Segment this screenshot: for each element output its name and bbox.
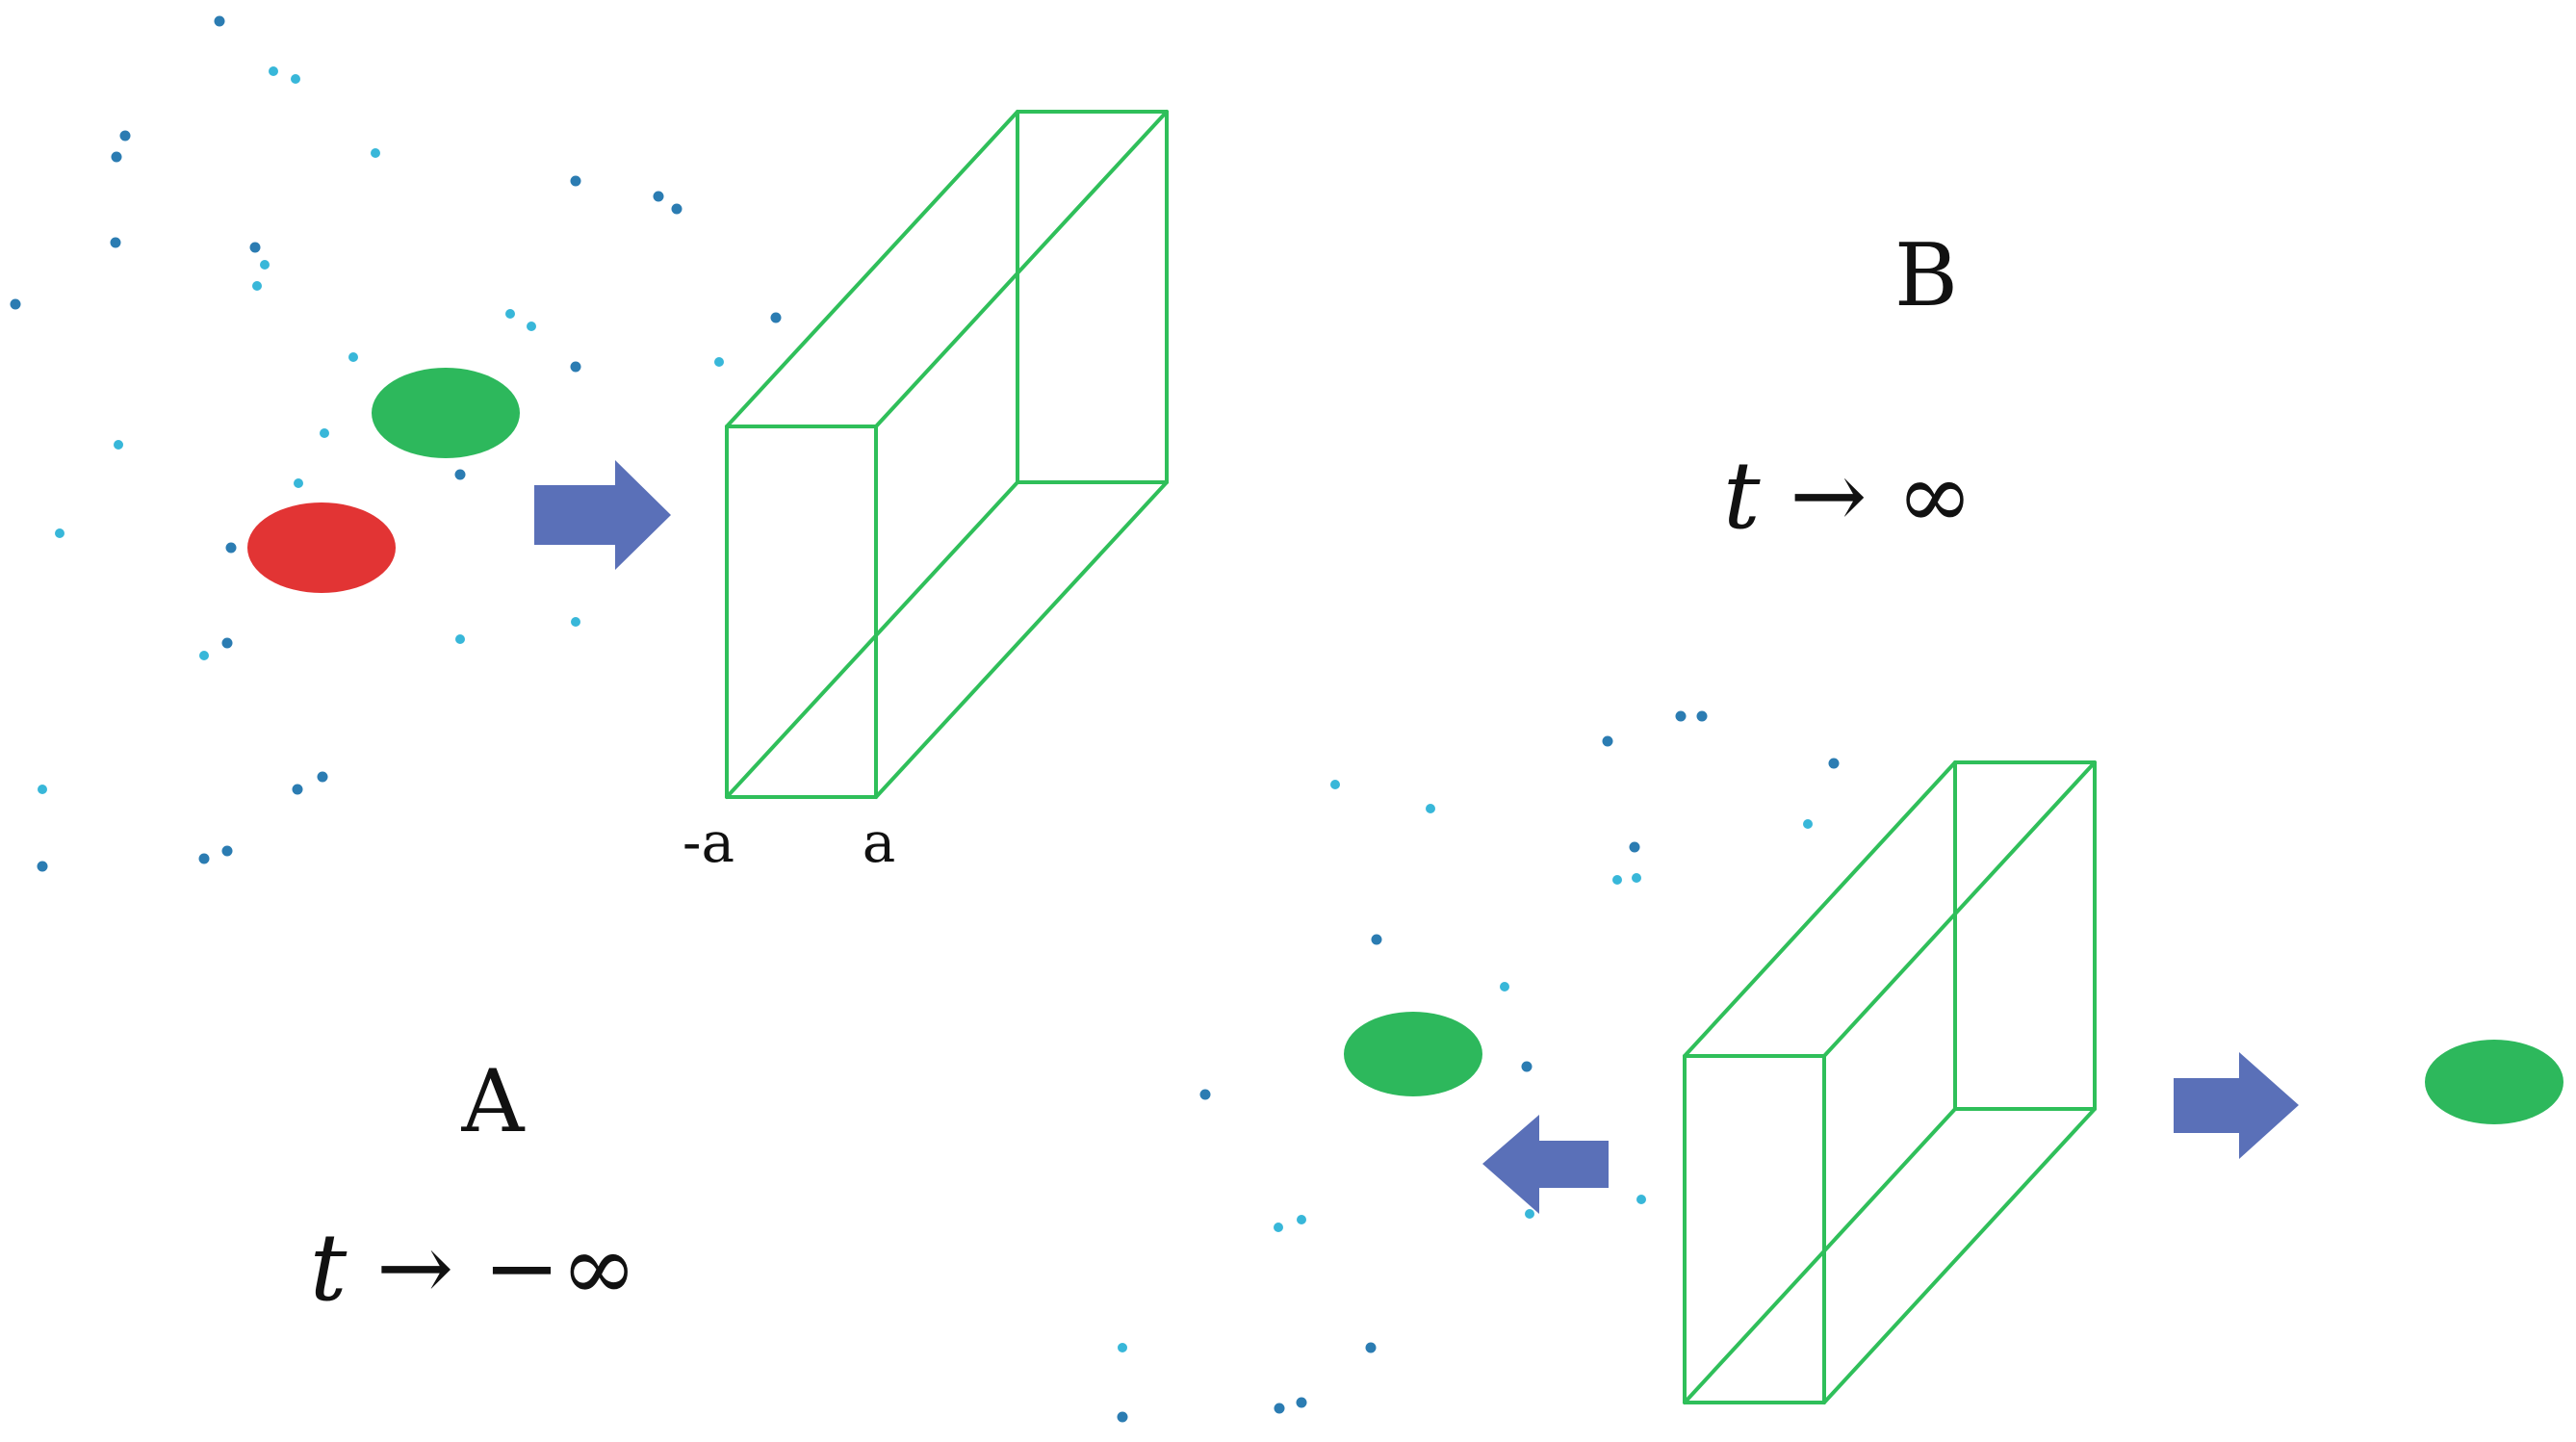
- reflected-arrow-b: [1482, 1115, 1609, 1214]
- scene-a-dot-32: [317, 771, 328, 783]
- scene-a-dot-4: [119, 130, 131, 142]
- scene-b-dot-18: [1297, 1215, 1306, 1224]
- scene-a-dot-36: [221, 845, 233, 857]
- scene-b-dot-21: [1365, 1342, 1377, 1353]
- scene-a-dot-34: [37, 861, 48, 872]
- scene-b-dot-11: [1371, 934, 1382, 945]
- barrier-box-a: [725, 110, 1169, 799]
- scene-a-dot-12: [260, 260, 270, 270]
- scene-a-dot-24: [294, 478, 303, 488]
- barrier-edge-a-1: [725, 110, 1019, 428]
- scene-a-dot-19: [714, 357, 724, 367]
- scene-a-dot-11: [249, 242, 261, 253]
- scene-b-dot-22: [1117, 1411, 1128, 1423]
- scene-a-dot-10: [110, 237, 121, 248]
- scene-a-dot-5: [111, 151, 122, 163]
- scene-b-dot-8: [1629, 841, 1640, 853]
- red-particle-a: [247, 502, 396, 593]
- scene-a-dot-31: [38, 785, 47, 794]
- scene-a-dot-13: [252, 281, 262, 291]
- scene-a-dot-15: [505, 309, 515, 319]
- transmitted-green-particle: [2425, 1040, 2563, 1124]
- barrier-edge-b-1: [1683, 760, 1957, 1058]
- barrier-front-face-a: [725, 425, 878, 799]
- scene-b-dot-7: [1803, 819, 1813, 829]
- scene-b-dot-4: [1828, 758, 1840, 769]
- green-particle-a: [372, 368, 520, 458]
- scene-b-dot-23: [1274, 1403, 1285, 1414]
- right-arrow-icon: [2174, 1052, 2299, 1159]
- scene-a-dot-17: [570, 361, 581, 373]
- scene-a-dot-16: [527, 322, 536, 331]
- scene-b-dot-16: [1525, 1209, 1534, 1219]
- scene-b-dot-2: [1696, 710, 1708, 722]
- scene-a-dot-23: [454, 469, 466, 480]
- scene-a-dot-25: [55, 528, 64, 538]
- scene-b-dot-12: [1500, 982, 1509, 991]
- scene-b-dot-17: [1636, 1195, 1646, 1204]
- scene-b-dot-9: [1612, 875, 1622, 885]
- left-arrow-icon: [1482, 1115, 1609, 1214]
- barrier-left-label: -a: [683, 810, 734, 875]
- scene-a-dot-9: [671, 203, 683, 215]
- scene-b-time-expression: t → ∞: [1723, 442, 1973, 550]
- scene-b-dot-5: [1330, 780, 1340, 789]
- scene-b-dot-24: [1296, 1397, 1307, 1408]
- barrier-back-face-b: [1953, 760, 2097, 1111]
- dot-cloud-b: [1117, 710, 1840, 1423]
- scene-b-dot-10: [1632, 873, 1641, 883]
- barrier-front-face-b: [1683, 1054, 1826, 1404]
- scene-a-dot-6: [371, 148, 380, 158]
- scene-a-dot-20: [348, 352, 358, 362]
- barrier-edge-b-2: [1822, 760, 2097, 1058]
- scene-b-dot-15: [1199, 1089, 1211, 1100]
- scene-a-dot-21: [114, 440, 123, 450]
- transmitted-arrow-b: [2174, 1052, 2299, 1159]
- scene-b-label: B: [1894, 225, 1958, 326]
- scene-a-dot-1: [214, 15, 225, 27]
- scene-a-dot-14: [10, 298, 21, 310]
- scene-a-dot-8: [653, 191, 664, 202]
- barrier-back-face-a: [1016, 110, 1169, 484]
- scene-a-dot-29: [221, 637, 233, 649]
- barrier-edge-b-3: [1683, 1107, 1957, 1404]
- scene-b-dot-20: [1118, 1343, 1127, 1352]
- scene-a-dot-33: [292, 784, 303, 795]
- dot-cloud-a: [10, 15, 782, 872]
- incoming-arrow-a: [534, 460, 671, 570]
- barrier-right-label: a: [863, 810, 896, 875]
- scene-a-dot-35: [198, 853, 210, 864]
- scene-a-dot-27: [455, 634, 465, 644]
- scene-a-dot-18: [770, 312, 782, 323]
- particle-group-b: [1344, 1012, 2563, 1124]
- scene-b-dot-13: [1521, 1061, 1533, 1072]
- scene-a-label: A: [461, 1051, 526, 1152]
- scene-b-dot-6: [1426, 804, 1435, 813]
- scene-b-dot-1: [1675, 710, 1687, 722]
- barrier-edge-a-2: [874, 110, 1169, 428]
- scene-a-dot-3: [291, 74, 300, 84]
- scene-a-time-expression: t → −∞: [310, 1214, 637, 1322]
- particle-group-a: [247, 368, 520, 593]
- barrier-edge-a-3: [725, 480, 1019, 799]
- scene-a-dot-26: [225, 542, 237, 554]
- reflected-green-particle: [1344, 1012, 1482, 1096]
- scene-a-dot-30: [199, 651, 209, 660]
- scene-a-dot-28: [571, 617, 580, 627]
- right-arrow-icon: [534, 460, 671, 570]
- scene-a-dot-2: [269, 66, 278, 76]
- scene-b-dot-3: [1602, 735, 1613, 747]
- scene-a-dot-7: [570, 175, 581, 187]
- scene-b-dot-19: [1274, 1223, 1283, 1232]
- scene-a-dot-22: [320, 428, 329, 438]
- barrier-edge-a-4: [874, 480, 1169, 799]
- barrier-box-b: [1683, 760, 2097, 1404]
- barrier-edge-b-4: [1822, 1107, 2097, 1404]
